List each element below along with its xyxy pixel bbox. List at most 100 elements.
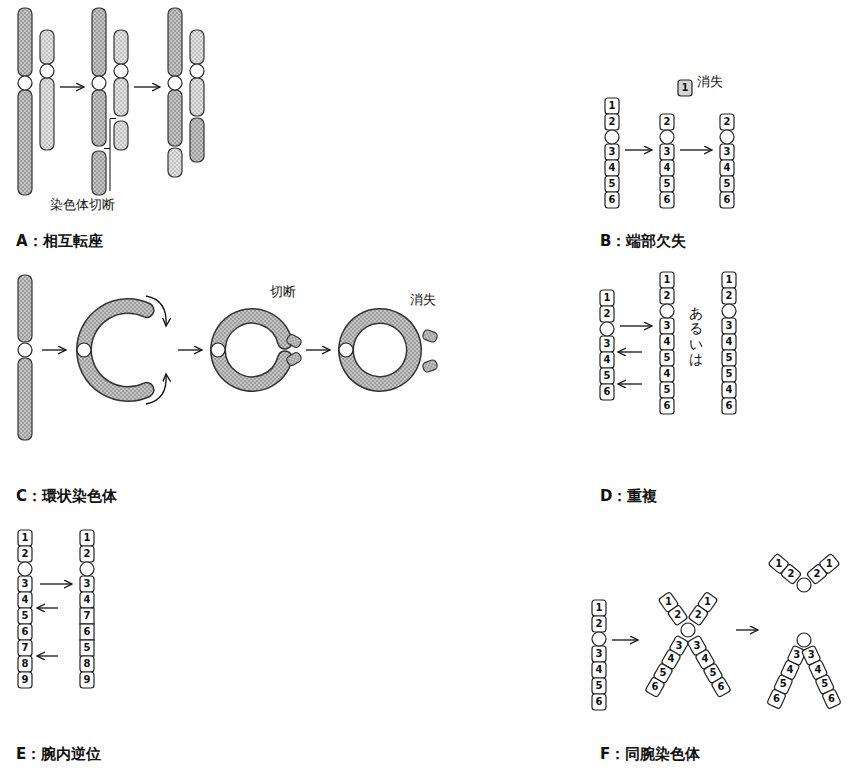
segment-number: 4 [726, 384, 733, 396]
segment-number: 3 [726, 320, 733, 332]
chromosome-segment [80, 672, 94, 688]
centromere [797, 633, 811, 647]
chromosome-segment [722, 288, 736, 304]
segment-number: 1 [704, 596, 711, 608]
chromosome-segment [18, 576, 32, 592]
chromosome-segment [80, 576, 94, 592]
segment-number: 7 [22, 642, 29, 654]
segment-number: 3 [808, 649, 815, 661]
chromosome-segment [80, 546, 94, 562]
chromosome-segment [600, 290, 614, 306]
segment-number: 2 [22, 548, 29, 560]
chromosome-segment [18, 608, 32, 624]
chromosome-segment [592, 600, 606, 616]
chromosome-fragment [285, 351, 302, 367]
segment-number: 6 [724, 194, 731, 206]
segment-number: 5 [726, 368, 733, 380]
chromosome-segment [605, 192, 619, 208]
leader-line [110, 118, 116, 119]
centromere [77, 343, 91, 357]
leader-line [104, 148, 110, 149]
centromere [40, 64, 54, 78]
chromosome-segment [18, 624, 32, 640]
segment-number: 4 [596, 664, 603, 676]
centromere [592, 632, 606, 646]
chromosome-segment [80, 624, 94, 640]
chromosome-segment [660, 382, 674, 398]
chromosome-segment [80, 608, 94, 624]
step-arrow [178, 349, 202, 350]
centromere [80, 562, 94, 576]
chromosome-segment [80, 656, 94, 672]
segment-number: 1 [596, 602, 603, 614]
segment-number: 3 [793, 649, 800, 661]
chromosome-segment [645, 677, 665, 698]
chromosome-segment [720, 192, 734, 208]
chromosome-segment [80, 530, 94, 546]
ring-body [218, 316, 285, 384]
centromere [92, 76, 106, 90]
segment-number: 9 [84, 674, 91, 686]
chromosome-fragment [422, 359, 439, 373]
chromosome-segment [592, 662, 606, 678]
segment-number: 6 [726, 400, 733, 412]
segment-number: 2 [664, 290, 671, 302]
chromosome-segment [720, 176, 734, 192]
segment-number: 3 [676, 640, 683, 652]
segment-number: 6 [773, 693, 780, 705]
chromosome-segment [660, 366, 674, 382]
step-arrow [736, 629, 758, 630]
centromere [605, 130, 619, 144]
segment-number: 1 [826, 558, 833, 570]
segment-number: 6 [718, 681, 725, 693]
segment-number: 4 [22, 594, 29, 606]
step-arrow [625, 149, 652, 150]
chromosome-segment [720, 114, 734, 130]
segment-number: 3 [724, 146, 731, 158]
segment-number: 4 [787, 664, 794, 676]
centromere [168, 76, 182, 90]
chromosome-segment [722, 382, 736, 398]
segment-number: 2 [84, 548, 91, 560]
segment-number: 4 [609, 162, 616, 174]
chromosome-piece [18, 8, 32, 76]
segment-number: 5 [609, 178, 616, 190]
centromere [114, 64, 128, 78]
panel-caption: F：同腕染色体 [600, 745, 700, 763]
chromosome-segment [660, 272, 674, 288]
segment-number: 4 [664, 162, 671, 174]
step-arrow [40, 583, 72, 584]
chromosome-segment [600, 306, 614, 322]
segment-number: 1 [726, 274, 733, 286]
segment-number: 3 [609, 146, 616, 158]
segment-number: 9 [22, 674, 29, 686]
segment-number: 4 [668, 653, 675, 665]
segment-number: 4 [84, 594, 91, 606]
segment-number: 3 [596, 648, 603, 660]
chromosome-piece [18, 90, 32, 195]
segment-number: 6 [828, 693, 835, 705]
closing-arrow [146, 374, 166, 404]
segment-number: 6 [652, 681, 659, 693]
chromosome-piece [92, 8, 106, 76]
chromosome-segment [660, 176, 674, 192]
panel-caption: E：腕内逆位 [16, 745, 101, 763]
segment-number: 4 [664, 336, 671, 348]
chromosome-piece [40, 78, 54, 150]
centromere [339, 343, 353, 357]
ring-body [346, 316, 414, 384]
chromosome-segment [660, 192, 674, 208]
chromosome-segment [722, 366, 736, 382]
chromosome-segment [711, 677, 731, 698]
segment-number: 5 [664, 384, 671, 396]
chromosome-segment [660, 144, 674, 160]
chromosome-segment [660, 114, 674, 130]
chromosome-segment [660, 288, 674, 304]
chromosome-segment [720, 144, 734, 160]
chromosome-segment [605, 144, 619, 160]
segment-number: 2 [787, 568, 794, 580]
step-arrow [42, 349, 66, 350]
chromosome-piece [114, 78, 128, 116]
segment-number: 4 [726, 336, 733, 348]
chromosome-fragment [285, 333, 302, 349]
